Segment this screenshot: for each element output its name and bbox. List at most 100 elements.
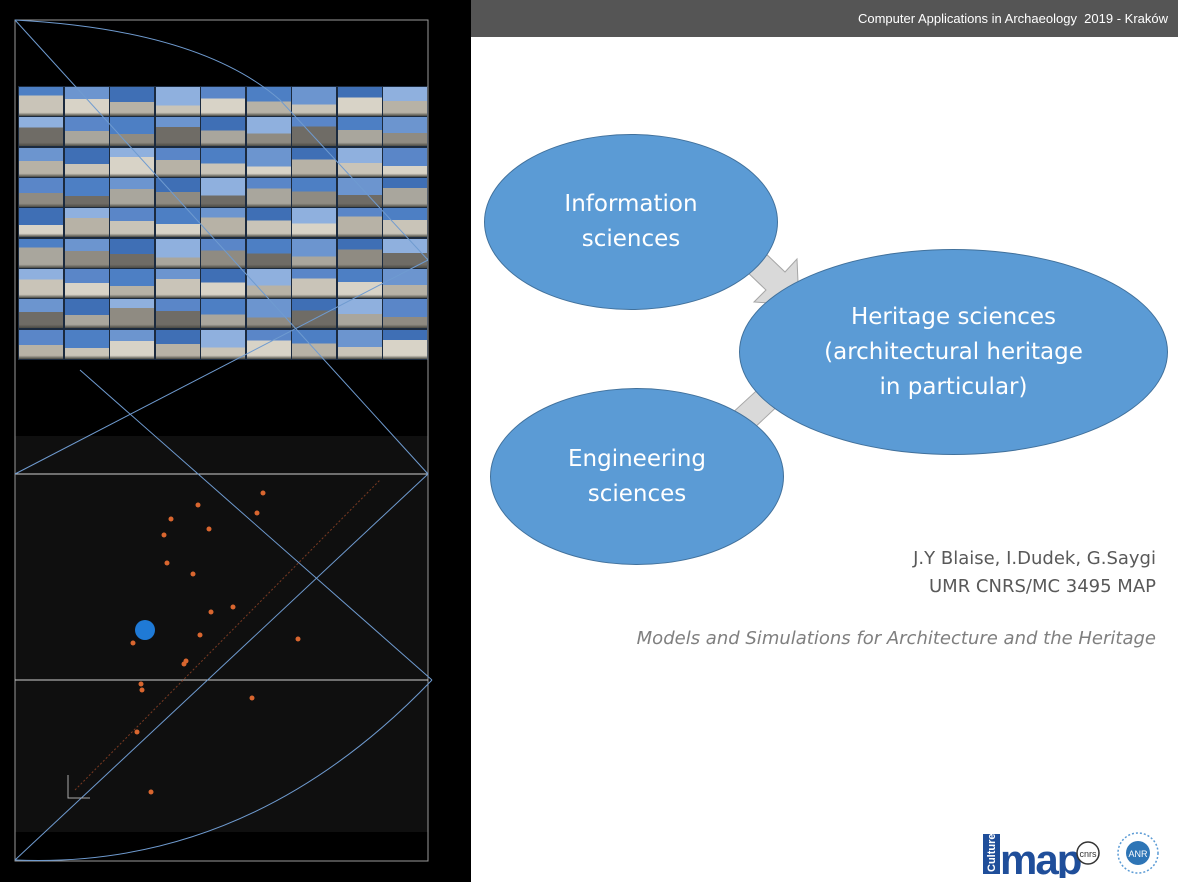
- photo-thumbnail: [18, 328, 64, 360]
- authors-block: J.Y Blaise, I.Dudek, G.Saygi UMR CNRS/MC…: [913, 545, 1156, 601]
- point: [230, 604, 236, 610]
- point: [130, 640, 136, 646]
- photo-thumbnail: [154, 86, 201, 117]
- photo-thumbnail: [336, 116, 383, 148]
- photo-thumbnail: [18, 268, 64, 299]
- axis-marker: [67, 775, 90, 799]
- cnrs-logo-text: cnrs: [1079, 849, 1097, 859]
- photo-thumbnail: [154, 116, 201, 148]
- photo-thumbnail: [291, 177, 338, 208]
- point-cloud-background: [15, 436, 428, 832]
- lab-subtitle: Models and Simulations for Architecture …: [636, 628, 1156, 649]
- photo-thumbnail: [245, 328, 292, 360]
- photo-thumbnail: [63, 177, 110, 208]
- node-label: in particular): [879, 373, 1028, 400]
- point: [206, 526, 212, 532]
- point-cloud-figure: [14, 19, 433, 862]
- photo-thumbnail: [18, 86, 64, 117]
- guide-line: [74, 479, 381, 791]
- cnrs-logo: [1076, 841, 1100, 865]
- point: [190, 571, 196, 577]
- point: [295, 636, 301, 642]
- point: [161, 532, 167, 538]
- node-information-sciences: Information sciences: [484, 134, 778, 310]
- point: [168, 516, 174, 522]
- point: [138, 681, 144, 687]
- photo-thumbnail: [200, 268, 247, 299]
- figure-frame: [14, 19, 429, 862]
- viewpoint-marker: [135, 620, 155, 640]
- photo-thumbnail: [245, 207, 292, 239]
- guide-curve: [14, 679, 433, 861]
- point: [195, 502, 201, 508]
- culture-logo: Culture: [986, 834, 998, 873]
- node-label: (architectural heritage: [824, 338, 1083, 365]
- photo-thumbnail: [245, 146, 292, 178]
- point: [148, 789, 154, 795]
- photo-thumbnail: [382, 86, 429, 117]
- point: [164, 560, 170, 566]
- photo-thumbnail: [336, 86, 383, 117]
- photo-thumbnail: [382, 177, 429, 208]
- photo-thumbnail: [291, 328, 338, 360]
- photo-thumbnail: [336, 328, 383, 360]
- photo-thumbnail: [291, 146, 338, 178]
- photo-thumbnail: [154, 237, 201, 269]
- anr-logo: [1126, 841, 1150, 865]
- point: [208, 609, 214, 615]
- photo-thumbnail: [382, 328, 429, 360]
- photo-thumbnail: [63, 298, 110, 330]
- photo-thumbnail: [382, 146, 429, 178]
- photo-thumbnail: [200, 328, 247, 360]
- photo-thumbnail: [200, 298, 247, 330]
- header-bar: Computer Applications in Archaeology 201…: [471, 0, 1178, 37]
- point-cloud-points: [130, 490, 301, 795]
- node-engineering-sciences: Engineering sciences: [490, 388, 784, 565]
- photo-thumbnail: [291, 298, 338, 330]
- photo-thumbnail: [63, 86, 110, 117]
- anr-logo-text: ANR: [1128, 849, 1148, 859]
- point: [139, 687, 145, 693]
- photo-thumbnail: [245, 116, 292, 148]
- photo-thumbnail: [109, 237, 156, 269]
- photo-thumbnail: [154, 328, 201, 360]
- point: [254, 510, 260, 516]
- point: [181, 661, 187, 667]
- photo-thumbnail: [291, 268, 338, 299]
- header-title: Computer Applications in Archaeology 201…: [857, 11, 1168, 26]
- guide-curve: [14, 19, 429, 261]
- photo-thumbnail: [291, 237, 338, 269]
- guide-line: [79, 369, 433, 681]
- node-label: Heritage sciences: [850, 303, 1056, 330]
- photo-thumbnail: [336, 237, 383, 269]
- left-visual-panel: [0, 0, 471, 882]
- photo-thumbnail: [63, 207, 110, 239]
- point: [134, 729, 140, 735]
- node-heritage-sciences: Heritage sciences (architectural heritag…: [739, 249, 1168, 455]
- photo-thumbnail: [109, 298, 156, 330]
- logo-strip: Culture map cnrs ANR: [980, 828, 1165, 882]
- guide-line: [14, 259, 429, 475]
- photo-thumbnail: [382, 207, 429, 239]
- photo-thumbnail: [291, 86, 338, 117]
- node-label: sciences: [581, 226, 681, 252]
- photo-thumbnail: [109, 268, 156, 299]
- photo-thumbnail: [154, 268, 201, 299]
- node-label: sciences: [587, 480, 687, 507]
- author-names: J.Y Blaise, I.Dudek, G.Saygi: [913, 548, 1156, 569]
- culture-logo-bar: [983, 834, 1000, 874]
- photo-thumbnail: [63, 237, 110, 269]
- photo-thumbnail: [200, 177, 247, 208]
- point: [197, 632, 203, 638]
- photo-thumbnail: [245, 268, 292, 299]
- photo-thumbnail: [109, 328, 156, 360]
- map-logo: map: [1000, 836, 1081, 878]
- guide-line: [14, 473, 429, 861]
- photo-thumbnail: [63, 146, 110, 178]
- photo-thumbnail: [200, 237, 247, 269]
- guide-line: [14, 19, 429, 475]
- point: [260, 490, 266, 496]
- photo-thumbnail: [63, 328, 110, 360]
- institution-logos: Culture map cnrs ANR: [983, 832, 1159, 882]
- photo-thumbnail: [63, 116, 110, 148]
